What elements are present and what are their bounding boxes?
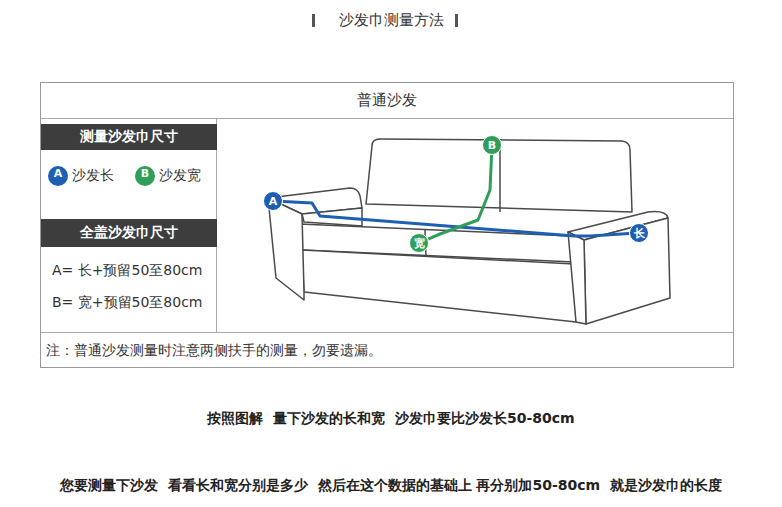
legend-letter: A xyxy=(48,167,68,180)
instruction-text: 按照图解 量下沙发的长和宽 沙发巾要比沙发长50-80cm xyxy=(0,410,782,428)
callout-circle: 宽 xyxy=(409,233,429,253)
band-text: 全盖沙发巾尺寸 xyxy=(80,224,178,242)
callout-letter: 长 xyxy=(634,226,645,241)
legend-text: 沙发长 xyxy=(72,167,114,185)
legend-letter: B xyxy=(135,167,155,180)
callout-letter: 宽 xyxy=(414,236,425,251)
title-bar xyxy=(455,14,458,27)
sofa-drawing xyxy=(268,139,670,324)
title-bar xyxy=(312,14,315,27)
callout-circle: 长 xyxy=(629,223,649,243)
callout-circle: B xyxy=(482,135,502,155)
dark-band: 测量沙发巾尺寸 xyxy=(41,124,217,150)
note-text: 注：普通沙发测量时注意两侧扶手的测量，勿要遗漏。 xyxy=(46,342,382,360)
callout-circle: A xyxy=(263,191,283,211)
formula-text: B= 宽+预留50至80cm xyxy=(52,294,202,312)
dark-band: 全盖沙发巾尺寸 xyxy=(41,219,217,247)
page-title: 沙发巾测量方法 xyxy=(0,11,782,30)
formula-text: A= 长+预留50至80cm xyxy=(52,262,202,280)
instruction-text: 您要测量下沙发 看看长和宽分别是多少 然后在这个数据的基础上 再分别加50-80… xyxy=(0,477,782,495)
table-panel: 普通沙发测量沙发巾尺寸全盖沙发巾尺寸 A B 宽 长 xyxy=(40,82,734,368)
callout-letter: B xyxy=(488,139,496,152)
table-lines xyxy=(40,118,734,333)
callout-letter: A xyxy=(269,195,278,208)
measure-line xyxy=(428,155,491,239)
legend-text: 沙发宽 xyxy=(159,167,201,185)
header-text: 普通沙发 xyxy=(41,90,733,111)
measure-line xyxy=(283,202,629,236)
band-text: 测量沙发巾尺寸 xyxy=(80,128,178,146)
